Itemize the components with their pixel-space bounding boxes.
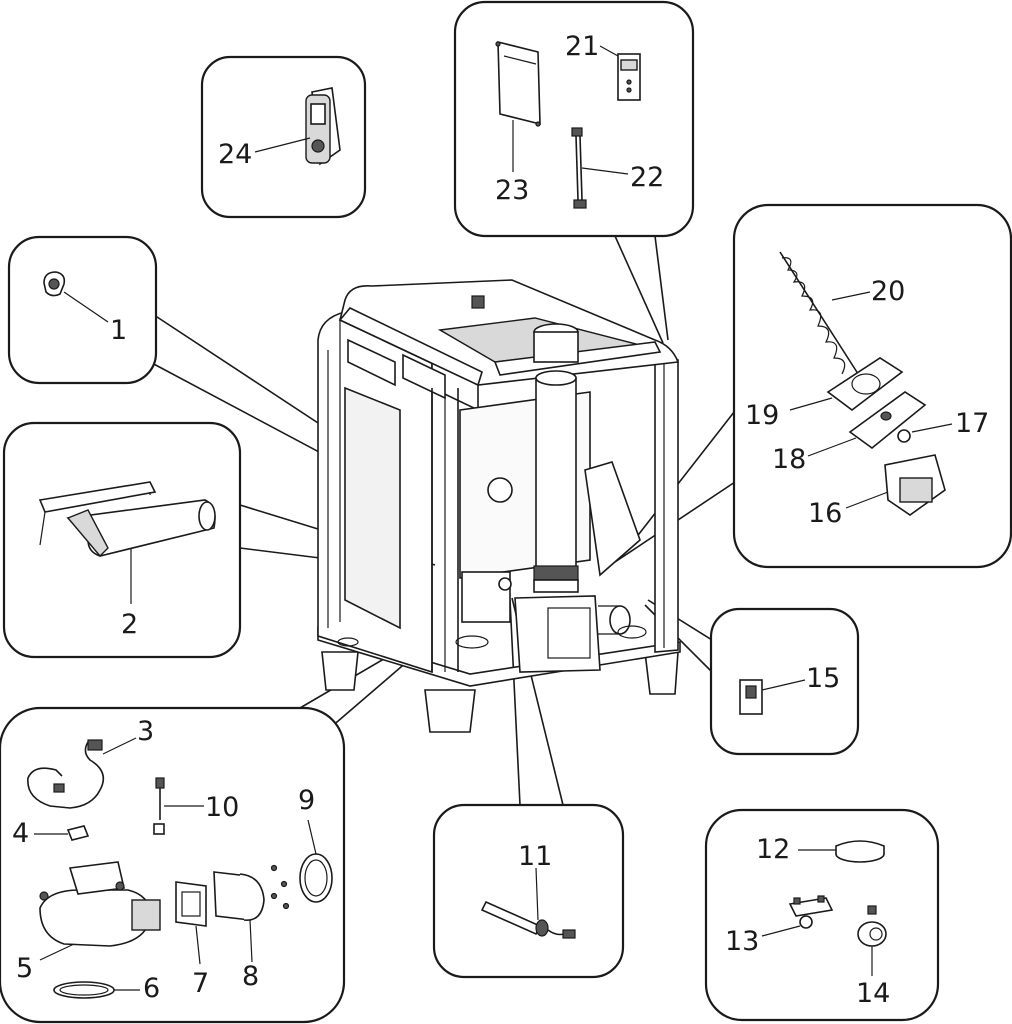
callout-5: 5 [16, 953, 33, 984]
callout-24: 24 [218, 139, 252, 170]
box-part-1 [7, 235, 158, 385]
callout-7: 7 [192, 968, 209, 999]
callout-10: 10 [205, 792, 239, 823]
box-part-11 [432, 803, 625, 979]
callout-14: 14 [856, 978, 890, 1009]
callout-9: 9 [298, 785, 315, 816]
callout-17: 17 [955, 408, 989, 439]
box-part-2 [2, 421, 242, 659]
callout-15: 15 [806, 663, 840, 694]
callout-3: 3 [137, 716, 154, 747]
callout-21: 21 [565, 31, 599, 62]
box-parts-21-23 [453, 0, 695, 238]
box-part-15 [709, 607, 860, 756]
callout-4: 4 [12, 818, 29, 849]
callout-2: 2 [121, 609, 138, 640]
callout-6: 6 [143, 973, 160, 1004]
callout-12: 12 [756, 834, 790, 865]
callout-19: 19 [745, 400, 779, 431]
box-parts-12-14 [704, 808, 940, 1022]
callout-13: 13 [725, 926, 759, 957]
box-part-24 [200, 55, 367, 219]
box-leader-lines [149, 235, 746, 806]
callout-23: 23 [495, 175, 529, 206]
callout-18: 18 [772, 444, 806, 475]
box-parts-3-10 [0, 706, 346, 1024]
callout-11: 11 [518, 841, 552, 872]
callout-1: 1 [110, 315, 127, 346]
box-parts-16-20 [732, 203, 1012, 569]
callout-16: 16 [808, 498, 842, 529]
callout-20: 20 [871, 276, 905, 307]
main-boiler-unit [317, 279, 681, 733]
callout-22: 22 [630, 162, 664, 193]
callout-8: 8 [242, 961, 259, 992]
